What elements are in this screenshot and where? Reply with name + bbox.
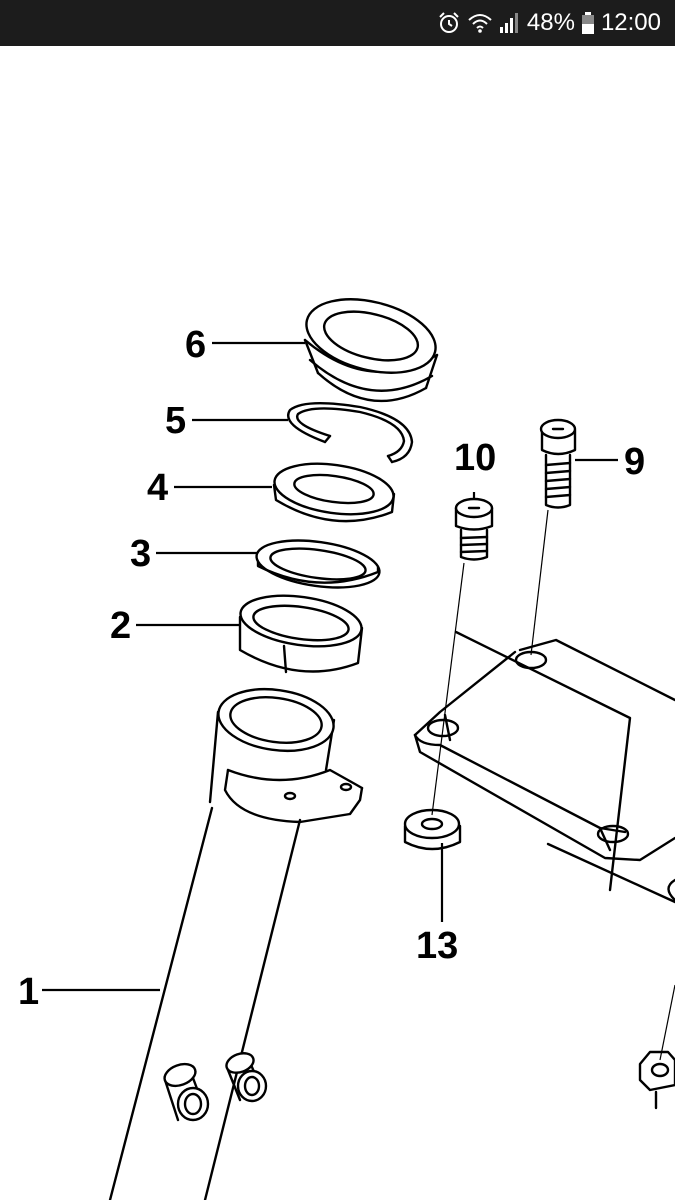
callout-13: 13 [416,925,458,967]
leader-lines [42,341,618,992]
alarm-icon [437,11,461,35]
part-6-dust-cap [303,298,439,403]
nut [638,1050,675,1110]
callout-6: 6 [185,324,206,366]
part-3-washer [255,539,381,589]
callout-1: 1 [18,971,39,1013]
callout-4: 4 [147,467,168,509]
clamp-plate [413,630,675,904]
status-bar: 48% 12:00 [0,0,675,46]
callout-3: 3 [130,533,151,575]
part-4-seal-ring [272,462,396,523]
battery-icon [581,11,595,35]
battery-percent: 48% [526,9,575,36]
part-5-circlip [287,401,414,464]
part-10-bolt [454,497,494,561]
signal-icon [499,12,521,34]
part-2-bearing-race [238,594,364,674]
callout-5: 5 [165,400,186,442]
exploded-parts-diagram: 6 5 4 3 2 1 9 10 13 [18,298,675,1200]
callout-2: 2 [110,605,131,647]
part-13-spacer [403,808,462,851]
assembly-guide-lines [431,509,675,1061]
callout-10: 10 [454,437,496,479]
clock-time: 12:00 [600,9,661,36]
wifi-icon [467,11,493,35]
part-9-bolt [539,418,577,509]
status-icons: 48% 12:00 [437,0,661,46]
callout-9: 9 [624,441,645,483]
part-1-fork-tube [108,688,364,1200]
